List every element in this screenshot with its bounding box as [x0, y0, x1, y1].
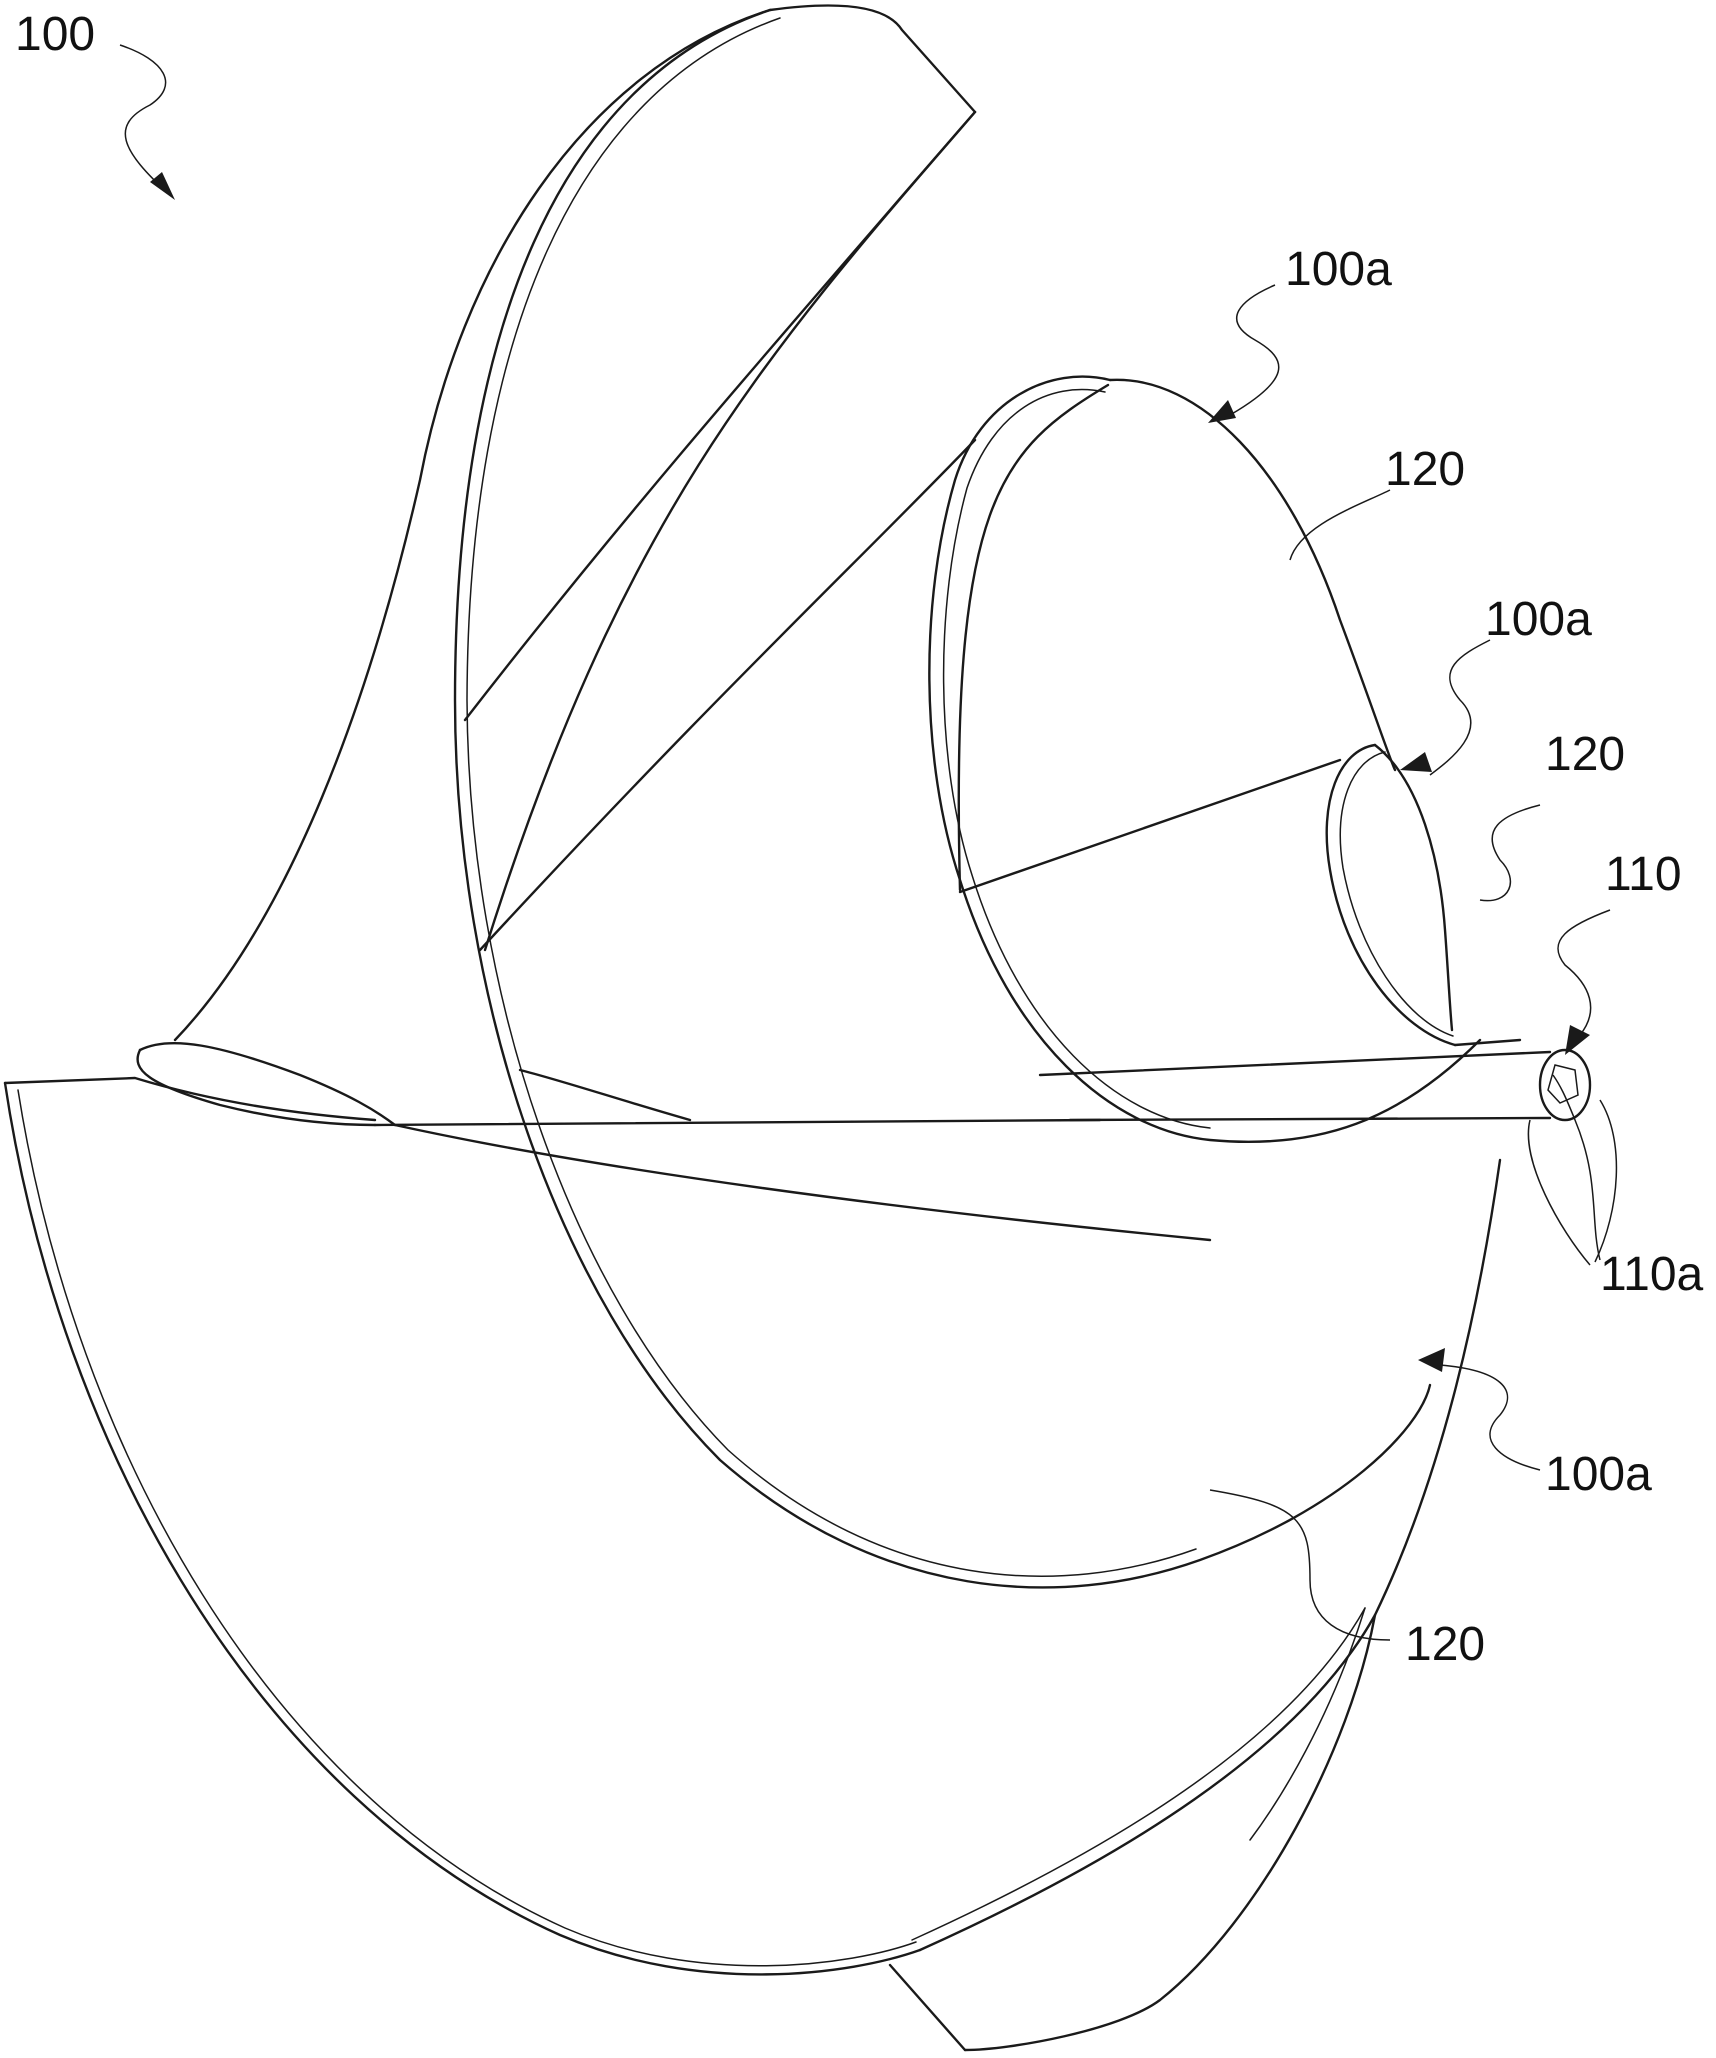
reference-labels: 100 100a 120 100a 120 110 110a 100a 120 [15, 8, 1704, 1671]
middle-blade [928, 375, 1482, 1144]
small-inner-blade [1325, 743, 1522, 1047]
label-surface-middle: 120 [1545, 728, 1625, 781]
arrow-head-100a-bottom [1418, 1348, 1445, 1372]
label-blade-bottom: 100a [1545, 1448, 1652, 1501]
hub-flanges [136, 1041, 1212, 1242]
label-surface-top: 120 [1385, 443, 1465, 496]
leader-lines [119, 44, 1618, 1641]
shaft-end-face [1538, 1048, 1592, 1122]
arrow-head-110 [1565, 1025, 1590, 1055]
label-surface-bottom: 120 [1405, 1618, 1485, 1671]
label-blade-middle: 100a [1485, 593, 1592, 646]
arrow-head-100 [150, 172, 175, 200]
label-device: 100 [15, 8, 95, 61]
label-shaft: 110 [1605, 848, 1682, 901]
large-lower-blade [3, 1076, 1502, 2052]
shaft-end-bore [1547, 1064, 1579, 1104]
label-blade-top: 100a [1285, 243, 1392, 296]
arrow-head-100a-middle [1400, 752, 1432, 772]
arrow-head-100a-top [1208, 400, 1236, 423]
shaft [1038, 1048, 1592, 1122]
upper-blade [173, 4, 1432, 1589]
label-shaft-end: 110a [1600, 1248, 1704, 1301]
